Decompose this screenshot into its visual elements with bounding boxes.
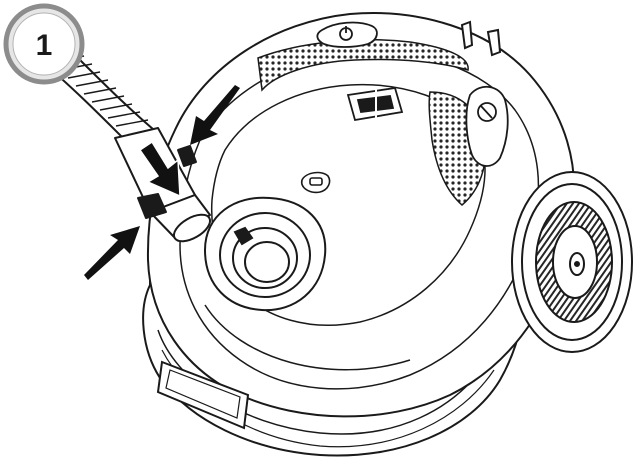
insert-arrow-icon bbox=[138, 140, 181, 198]
rear-bracket bbox=[460, 20, 502, 57]
hose-inlet bbox=[203, 196, 327, 312]
hose-icon bbox=[39, 54, 212, 243]
step-number: 1 bbox=[36, 29, 53, 62]
bag-full-indicator-icon bbox=[300, 171, 331, 194]
cord-rewind-icon bbox=[465, 86, 509, 167]
release-arrow-icon bbox=[84, 226, 140, 280]
step-number-badge: 1 bbox=[3, 3, 85, 85]
front-handle bbox=[156, 360, 250, 430]
power-button-icon bbox=[316, 21, 378, 48]
carry-handle-icon bbox=[346, 86, 404, 122]
release-arrow-icon bbox=[190, 85, 240, 145]
wheel-icon bbox=[511, 171, 633, 353]
